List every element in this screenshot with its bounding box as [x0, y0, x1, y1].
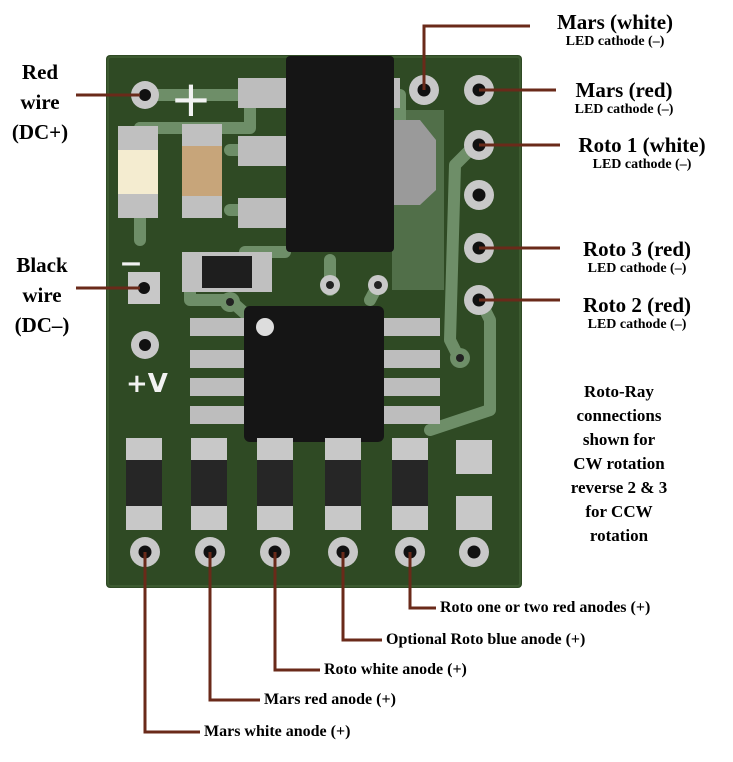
mars-white-anode-label: Mars white anode (+): [204, 723, 351, 740]
mars-red-sub: LED cathode (–): [574, 102, 674, 117]
black-wire-line-2: wire: [22, 283, 62, 307]
roto2-red-title: Roto 2 (red): [582, 293, 692, 317]
mars-red-title: Mars (red): [575, 78, 673, 102]
roto2-red-label: Roto 2 (red) LED cathode (–): [562, 293, 712, 333]
roto1-white-title: Roto 1 (white): [578, 133, 706, 157]
black-wire-line-1: Black: [16, 253, 68, 277]
red-wire-line-3: (DC+): [11, 120, 69, 144]
note-line-4: CW rotation: [573, 454, 665, 473]
red-wire-label: Red wire (DC+): [4, 60, 76, 144]
leader-lines: [76, 24, 560, 734]
microcontroller-chip: [244, 306, 384, 442]
silk-plus: +: [170, 70, 212, 128]
note-line-1: Roto-Ray: [584, 382, 654, 401]
mosfet-package: [286, 56, 394, 252]
rotation-note: Roto-Ray connections shown for CW rotati…: [548, 380, 690, 548]
note-line-2: connections: [576, 406, 662, 425]
note-line-5: reverse 2 & 3: [570, 478, 668, 497]
red-wire-line-2: wire: [20, 90, 60, 114]
mars-red-label: Mars (red) LED cathode (–): [556, 78, 692, 118]
roto3-red-label: Roto 3 (red) LED cathode (–): [562, 237, 712, 277]
smd-resistor-1: [118, 126, 158, 218]
roto1-white-label: Roto 1 (white) LED cathode (–): [562, 133, 722, 173]
roto3-red-sub: LED cathode (–): [587, 261, 687, 276]
roto-red-anodes-label: Roto one or two red anodes (+): [440, 599, 651, 616]
smd-diode: [182, 252, 272, 292]
black-wire-label: Black wire (DC–): [0, 253, 84, 337]
mars-white-title: Mars (white): [556, 10, 674, 34]
mars-white-label: Mars (white) LED cathode (–): [532, 10, 698, 50]
roto1-white-sub: LED cathode (–): [592, 157, 692, 172]
roto-white-anode-label: Roto white anode (+): [324, 661, 467, 678]
mars-white-sub: LED cathode (–): [565, 34, 665, 49]
silk-minus: –: [120, 236, 142, 287]
heatsink-tab: [394, 120, 436, 205]
bottom-resistors: [126, 438, 492, 530]
ic-pins: [190, 318, 440, 424]
smd-capacitor-1: [182, 124, 222, 218]
mars-red-anode-label: Mars red anode (+): [264, 691, 396, 708]
red-wire-line-1: Red: [21, 60, 59, 84]
roto2-red-sub: LED cathode (–): [587, 317, 687, 332]
note-line-7: rotation: [589, 526, 649, 545]
note-line-6: for CCW: [585, 502, 653, 521]
silk-plus-v: +V: [126, 369, 168, 399]
note-line-3: shown for: [582, 430, 656, 449]
roto3-red-title: Roto 3 (red): [582, 237, 692, 261]
black-wire-line-3: (DC–): [14, 313, 70, 337]
roto-blue-anode-label: Optional Roto blue anode (+): [386, 631, 586, 648]
